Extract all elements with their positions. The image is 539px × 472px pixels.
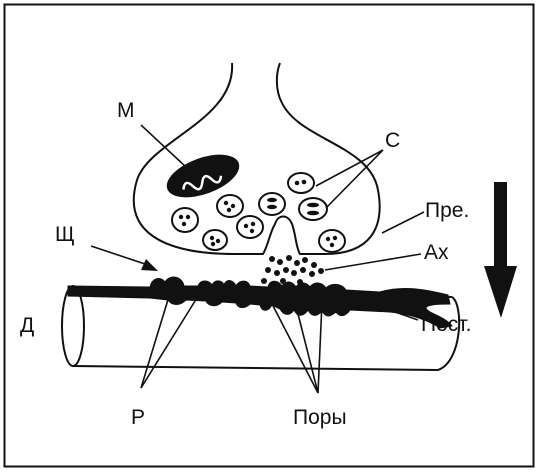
vesicle xyxy=(237,216,263,238)
leader-receptors-2 xyxy=(141,293,200,388)
label-acetylcholine: Ах xyxy=(424,242,449,263)
vesicle xyxy=(259,193,285,215)
label-postsynaptic: Пост. xyxy=(421,314,471,335)
label-dendrite: Д xyxy=(20,315,34,336)
acetylcholine-molecules xyxy=(261,255,324,285)
vesicle xyxy=(319,230,345,252)
vesicle xyxy=(288,173,314,193)
postsynaptic-membrane xyxy=(68,277,452,328)
vesicle xyxy=(172,208,198,232)
cleft-arrow xyxy=(91,246,158,271)
label-presynaptic: Пре. xyxy=(425,200,469,221)
label-cleft: Щ xyxy=(55,224,75,245)
vesicle xyxy=(299,198,327,220)
leader-pores-3 xyxy=(318,302,322,393)
label-pores: Поры xyxy=(293,407,347,428)
vesicle xyxy=(217,195,243,217)
label-receptors: Р xyxy=(131,407,145,428)
leader-presynaptic xyxy=(382,212,424,233)
vesicle xyxy=(203,230,227,250)
label-vesicles: С xyxy=(385,130,400,151)
down-arrow-icon xyxy=(484,182,517,318)
leader-acetylcholine xyxy=(325,254,421,270)
label-mitochondrion: М xyxy=(117,100,135,121)
leader-receptors-1 xyxy=(141,293,170,388)
